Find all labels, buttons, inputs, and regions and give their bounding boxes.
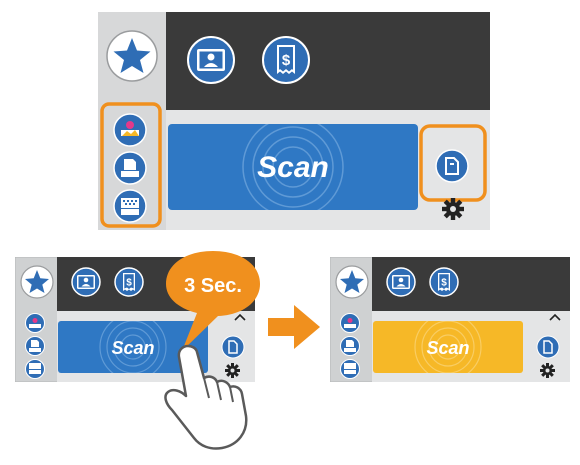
scanner-panel-main: $ <box>98 12 490 230</box>
receipt-icon: $ <box>277 45 295 74</box>
receipt-profile-button[interactable]: $ <box>262 36 310 84</box>
gear-icon[interactable] <box>224 362 241 379</box>
scan-mode-highlight <box>100 102 162 228</box>
chevron-up-icon[interactable] <box>548 312 562 322</box>
scan-mode-list <box>340 313 360 379</box>
favorite-star-button[interactable] <box>106 30 158 82</box>
hold-duration-callout: 3 Sec. <box>166 251 260 351</box>
scan-ripple-graphic <box>414 321 482 373</box>
document-icon <box>121 159 139 177</box>
scanner-panel-after: $ Scan <box>330 257 570 382</box>
star-icon <box>25 270 49 293</box>
arrow-right-icon <box>268 305 320 349</box>
gear-icon[interactable] <box>539 362 556 379</box>
favorite-star-button[interactable] <box>20 265 54 299</box>
svg-text:$: $ <box>282 52 291 69</box>
scan-button-label: Scan <box>426 338 469 358</box>
document-mode-button[interactable] <box>340 336 360 356</box>
pointing-hand-icon <box>164 344 248 450</box>
photo-mode-button[interactable] <box>113 113 147 147</box>
business-card-mode-button[interactable] <box>25 359 45 379</box>
star-icon <box>113 38 151 73</box>
photo-icon <box>347 318 353 323</box>
receipt-profile-button[interactable]: $ <box>114 267 144 297</box>
callout-text: 3 Sec. <box>184 275 242 297</box>
document-icon <box>29 340 41 352</box>
gear-icon[interactable] <box>440 196 466 222</box>
scan-mode-list <box>25 313 45 379</box>
scan-ripple-graphic <box>99 321 167 373</box>
photo-icon <box>121 121 139 136</box>
business-card-icon <box>344 363 356 374</box>
card-profile-button[interactable] <box>71 267 101 297</box>
receipt-icon: $ <box>438 273 450 291</box>
card-profile-button[interactable] <box>187 36 235 84</box>
scan-button[interactable]: Scan <box>168 124 418 210</box>
chevron-up-icon[interactable] <box>233 312 247 322</box>
scan-ripple-graphic <box>242 124 344 210</box>
scan-button-active[interactable]: Scan <box>373 321 523 373</box>
business-card-mode-button[interactable] <box>340 359 360 379</box>
photo-icon <box>32 318 38 323</box>
business-card-mode-button[interactable] <box>113 189 147 223</box>
photo-mode-button[interactable] <box>25 313 45 333</box>
paper-feed-icon <box>228 340 238 354</box>
svg-text:$: $ <box>441 278 447 289</box>
svg-text:$: $ <box>126 278 132 289</box>
business-card-icon <box>121 198 139 215</box>
paper-feed-icon <box>445 157 459 175</box>
id-card-icon <box>77 275 95 289</box>
feed-button[interactable] <box>536 335 560 359</box>
id-card-icon <box>392 275 410 289</box>
receipt-icon: $ <box>123 273 135 291</box>
photo-mode-button[interactable] <box>340 313 360 333</box>
document-mode-button[interactable] <box>25 336 45 356</box>
favorite-star-button[interactable] <box>335 265 369 299</box>
card-profile-button[interactable] <box>386 267 416 297</box>
scan-button-label: Scan <box>257 151 329 184</box>
id-card-icon <box>197 49 225 71</box>
feed-button[interactable] <box>435 149 469 183</box>
receipt-profile-button[interactable]: $ <box>429 267 459 297</box>
paper-feed-icon <box>543 340 553 354</box>
document-icon <box>344 340 356 352</box>
business-card-icon <box>29 363 41 374</box>
scan-button-label: Scan <box>111 338 154 358</box>
feed-button[interactable] <box>221 335 245 359</box>
star-icon <box>340 270 364 293</box>
document-mode-button[interactable] <box>113 151 147 185</box>
scan-button[interactable]: Scan <box>58 321 208 373</box>
